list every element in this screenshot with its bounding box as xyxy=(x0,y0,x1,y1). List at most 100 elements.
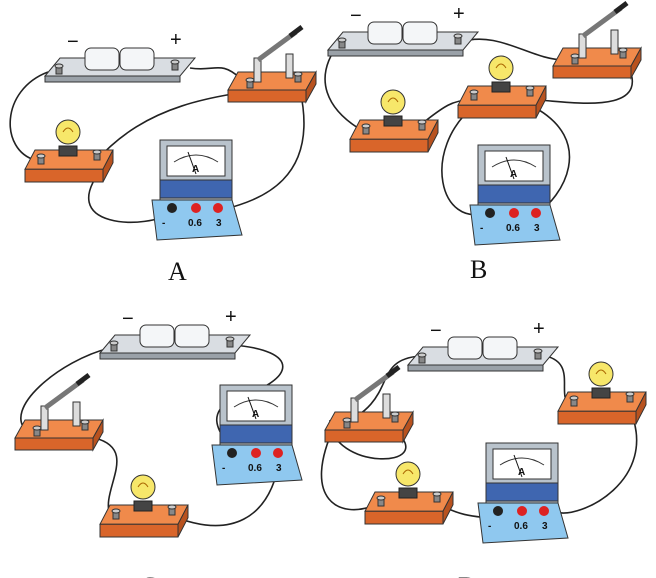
ammeter-unit: A xyxy=(510,169,517,180)
positive-sign: + xyxy=(453,3,465,25)
board-side xyxy=(427,119,439,153)
ammeter-dial xyxy=(492,448,552,480)
terminal-label-3: 3 xyxy=(276,463,282,474)
panel-label-text: A xyxy=(168,257,187,286)
board-side xyxy=(635,391,647,425)
board-side xyxy=(177,504,189,538)
panel-label: D xyxy=(458,572,477,578)
ammeter-panel xyxy=(219,424,293,444)
light-bulb xyxy=(24,119,114,183)
terminal-screw xyxy=(111,508,121,514)
light-bulb xyxy=(457,55,547,119)
ammeter-panel xyxy=(485,482,559,502)
bulb-glass xyxy=(130,474,156,500)
wire xyxy=(20,347,111,433)
terminal-screw xyxy=(245,77,255,83)
board-front xyxy=(227,89,307,103)
board-front xyxy=(14,437,94,451)
bulb-socket xyxy=(398,487,418,499)
terminal-label-3: 3 xyxy=(216,218,222,229)
board-top xyxy=(227,71,317,91)
ammeter-dial xyxy=(226,390,286,422)
panel-label-text: D xyxy=(458,572,477,578)
battery-cell xyxy=(402,21,438,45)
terminal-0-6 xyxy=(191,203,201,213)
bulb-glass xyxy=(588,361,614,387)
ammeter: A - 0.6 3 xyxy=(211,384,303,486)
positive-sign: + xyxy=(533,318,545,340)
board-front xyxy=(457,104,537,119)
knife-switch xyxy=(552,1,642,80)
terminal-label-negative: - xyxy=(480,223,483,234)
battery-cell xyxy=(447,336,483,360)
positive-sign: + xyxy=(225,306,237,328)
terminal-0-6 xyxy=(517,506,527,516)
terminal-3 xyxy=(539,506,549,516)
wire xyxy=(9,71,49,161)
panel-label: A xyxy=(168,257,187,286)
terminal-screw xyxy=(417,352,427,358)
switch-blade xyxy=(353,369,395,403)
terminal-screw xyxy=(376,495,386,501)
negative-sign: − xyxy=(67,31,79,53)
terminal-screw xyxy=(569,395,579,401)
knife-switch xyxy=(227,25,317,104)
board-side xyxy=(305,70,317,104)
ammeter-dial xyxy=(484,150,544,182)
ammeter-needle xyxy=(187,151,197,175)
ammeter: A - 0.6 3 xyxy=(151,139,243,241)
knife-switch xyxy=(14,373,104,452)
board-front xyxy=(99,523,179,538)
ammeter-panel xyxy=(477,184,551,204)
terminal-screw xyxy=(293,71,303,77)
terminal-negative xyxy=(227,448,237,458)
battery-cell xyxy=(139,324,175,348)
terminal-screw xyxy=(533,348,543,354)
terminal-screw xyxy=(469,89,479,95)
board-front xyxy=(349,138,429,153)
switch-handle xyxy=(75,373,91,386)
terminal-label-3: 3 xyxy=(542,521,548,532)
board-side xyxy=(630,46,642,80)
wire xyxy=(189,66,241,79)
board-top xyxy=(552,47,642,67)
board-side xyxy=(442,491,454,525)
battery-cell xyxy=(482,336,518,360)
terminal-negative xyxy=(485,208,495,218)
ammeter-dial xyxy=(166,145,226,177)
terminal-screw xyxy=(80,419,90,425)
panel-label: C xyxy=(140,572,157,578)
switch-post xyxy=(285,53,294,79)
terminal-negative xyxy=(167,203,177,213)
battery-holder: − + xyxy=(406,318,560,372)
light-bulb xyxy=(364,461,454,525)
board-side xyxy=(402,410,414,444)
ammeter-needle xyxy=(505,156,515,180)
switch-post xyxy=(382,393,391,419)
board-top xyxy=(324,411,414,431)
board-front xyxy=(324,429,404,443)
wire xyxy=(221,89,305,211)
bulb-glass xyxy=(55,119,81,145)
panel-label: B xyxy=(470,255,487,284)
board-side xyxy=(535,85,547,119)
terminal-screw xyxy=(170,59,180,65)
terminal-screw xyxy=(361,123,371,129)
ammeter-unit: A xyxy=(518,467,525,478)
panel-label-text: B xyxy=(470,255,487,284)
battery-holder: − + xyxy=(43,29,197,83)
light-bulb xyxy=(349,89,439,153)
board-front xyxy=(364,510,444,525)
terminal-screw xyxy=(432,491,442,497)
bulb-socket xyxy=(383,115,403,127)
terminal-label-0-6: 0.6 xyxy=(248,463,262,474)
terminal-label-negative: - xyxy=(162,218,165,229)
terminal-0-6 xyxy=(509,208,519,218)
terminal-screw xyxy=(625,391,635,397)
terminal-screw xyxy=(225,336,235,342)
knife-switch xyxy=(324,365,414,444)
terminal-screw xyxy=(92,149,102,155)
panel-label-text: C xyxy=(140,572,157,578)
wire xyxy=(459,38,566,61)
light-bulb xyxy=(557,361,647,425)
